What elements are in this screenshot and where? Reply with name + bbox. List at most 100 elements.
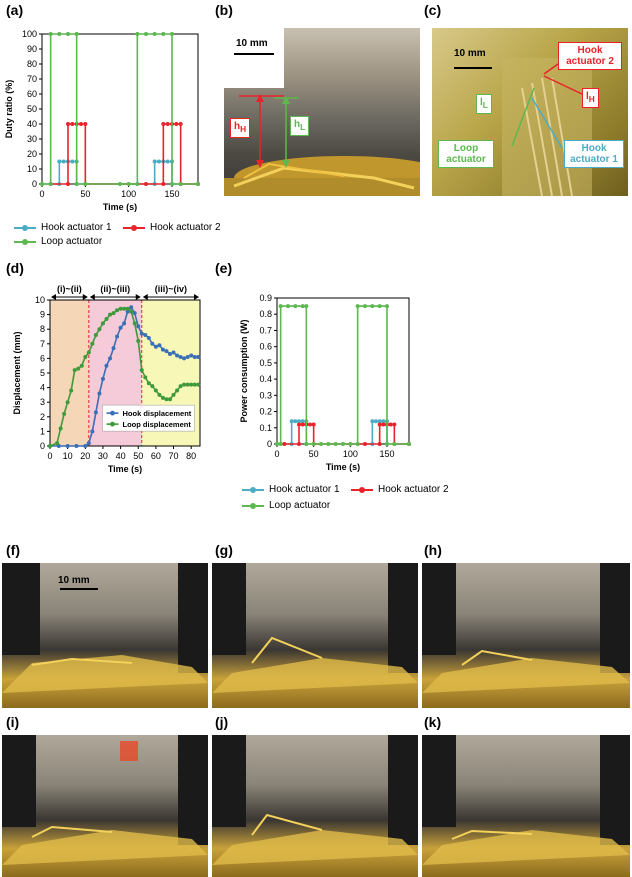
data-point	[72, 368, 77, 373]
data-point	[135, 32, 140, 36]
y-tick-label: 0.3	[259, 390, 272, 400]
data-point	[278, 304, 283, 309]
data-point	[66, 32, 70, 36]
y-tick-label: 0.9	[259, 293, 272, 303]
data-point	[69, 388, 74, 393]
data-point	[171, 392, 176, 397]
callout-lH-sub: H	[588, 94, 595, 104]
panel-label-j: (j)	[215, 714, 229, 730]
legend-e-swatch-hook2	[351, 485, 373, 495]
panel-label-i: (i)	[6, 714, 20, 730]
data-point	[57, 32, 62, 36]
data-point	[65, 444, 70, 448]
data-point	[115, 308, 120, 313]
x-tick-label: 0	[39, 189, 44, 199]
data-point	[300, 419, 305, 424]
y-tick-label: 0.2	[259, 407, 272, 417]
x-tick-label: 150	[379, 449, 394, 459]
x-tick-label: 20	[80, 451, 90, 461]
data-point	[189, 382, 194, 387]
data-point	[174, 122, 179, 126]
data-point	[157, 159, 161, 164]
data-point	[293, 304, 298, 309]
data-point	[297, 422, 301, 427]
y-tick-label: 7	[40, 339, 45, 349]
legend-e-label-hook2: Hook actuator 2	[378, 484, 449, 495]
legend-item-hook1: Hook actuator 1	[14, 222, 112, 233]
data-point	[381, 422, 386, 427]
data-point	[70, 159, 75, 164]
data-point	[377, 422, 382, 427]
data-point	[377, 419, 382, 424]
data-point	[355, 304, 360, 309]
x-axis-label: Time (s)	[108, 464, 142, 474]
data-point	[178, 182, 183, 186]
series-line-1	[50, 123, 198, 185]
data-point	[297, 442, 301, 446]
scalebar-label-b: 10 mm	[236, 38, 268, 49]
series-line-0	[42, 160, 198, 185]
data-point	[165, 122, 170, 126]
y-tick-label: 9	[40, 310, 45, 320]
data-point	[192, 382, 197, 387]
legend-swatch-loop	[14, 237, 36, 247]
panel-label-d: (d)	[6, 260, 24, 276]
data-point	[392, 422, 397, 427]
y-axis-label: Displacement (mm)	[12, 331, 22, 414]
data-point	[48, 444, 52, 448]
data-point	[143, 333, 148, 338]
data-point	[65, 400, 70, 405]
callout-lL: lL	[476, 94, 492, 114]
region-label-2: (iii)~(iv)	[155, 284, 187, 294]
data-point	[196, 382, 201, 387]
legend-item-hook2: Hook actuator 2	[123, 222, 221, 233]
y-tick-label: 8	[40, 324, 45, 334]
data-point	[74, 444, 79, 448]
y-tick-label: 3	[40, 397, 45, 407]
data-point	[160, 347, 165, 352]
data-point	[355, 442, 360, 446]
callout-loop-text: Loop actuator	[446, 143, 486, 165]
data-point	[122, 321, 127, 326]
data-point	[132, 321, 137, 326]
y-tick-label: 4	[40, 383, 45, 393]
displacement-chart: (i)~(ii)(ii)~(iii)(iii)~(iv)012345678910…	[12, 284, 201, 474]
x-tick-label: 0	[274, 449, 279, 459]
data-point	[164, 349, 169, 354]
data-point	[100, 321, 105, 326]
callout-hH-text: h	[234, 121, 241, 132]
data-point	[377, 304, 382, 309]
data-point	[79, 122, 83, 126]
data-point	[136, 324, 141, 329]
data-point	[196, 182, 200, 186]
data-point	[178, 354, 183, 359]
data-point	[178, 384, 183, 389]
data-point	[126, 182, 131, 186]
data-point	[111, 346, 116, 351]
data-point	[86, 350, 91, 355]
data-point	[392, 442, 397, 446]
data-point	[152, 32, 157, 36]
x-tick-label: 30	[98, 451, 108, 461]
x-tick-label: 40	[116, 451, 126, 461]
data-point	[40, 182, 44, 186]
data-point	[185, 382, 190, 387]
data-point	[168, 397, 172, 402]
data-point	[161, 182, 166, 186]
data-point	[83, 354, 88, 359]
data-point	[90, 341, 95, 346]
photo-i-illustration	[2, 735, 208, 865]
data-point	[348, 442, 353, 446]
y-tick-label: 0.1	[259, 423, 272, 433]
legend-d-marker-1	[110, 421, 115, 427]
data-point	[135, 182, 140, 186]
legend-swatch-hook2	[123, 223, 145, 233]
data-point	[83, 122, 88, 126]
x-tick-label: 60	[151, 451, 161, 461]
y-tick-label: 50	[27, 104, 37, 114]
photo-g	[212, 563, 418, 708]
photo-k-illustration	[422, 735, 630, 865]
y-tick-label: 40	[27, 119, 37, 129]
series-line-1	[284, 423, 409, 445]
